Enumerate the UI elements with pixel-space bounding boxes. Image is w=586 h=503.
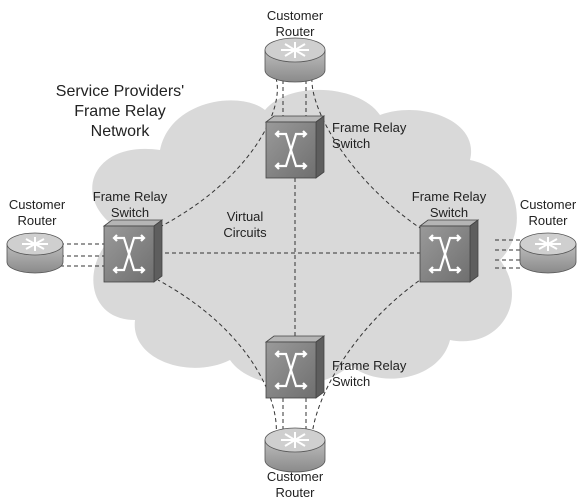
switch-right-line1: Frame Relay bbox=[411, 189, 487, 204]
router-right-line2: Router bbox=[528, 213, 568, 228]
virtual-circuit-lines bbox=[60, 77, 520, 437]
switch-right-line2: Switch bbox=[429, 205, 469, 220]
router-bottom-line2: Router bbox=[275, 485, 315, 500]
switch-top-line2: Switch bbox=[332, 136, 371, 151]
router-right-line1: Customer bbox=[519, 197, 577, 212]
service-provider-cloud bbox=[92, 89, 517, 386]
router-top-line2: Router bbox=[275, 24, 315, 39]
switch-bottom-line1: Frame Relay bbox=[332, 358, 407, 373]
switch-right bbox=[418, 219, 480, 283]
virtual-circuits-line1: Virtual bbox=[226, 209, 264, 224]
router-top-line1: Customer bbox=[266, 8, 324, 23]
switch-top bbox=[264, 115, 326, 179]
router-left bbox=[6, 232, 64, 274]
virtual-circuits-line2: Circuits bbox=[223, 225, 267, 240]
router-left-line2: Router bbox=[17, 213, 57, 228]
switch-bottom-label: Frame Relay Switch bbox=[332, 358, 422, 390]
vc-bottom-to-right bbox=[311, 279, 421, 437]
virtual-circuits-label: Virtual Circuits bbox=[210, 209, 280, 241]
switch-bottom bbox=[264, 335, 326, 399]
switch-left bbox=[102, 219, 164, 283]
switch-left-line2: Switch bbox=[110, 205, 150, 220]
cloud-label: Service Providers' Frame Relay Network bbox=[40, 82, 200, 142]
router-bottom bbox=[264, 427, 326, 473]
router-bottom-line1: Customer bbox=[266, 469, 324, 484]
router-top-label: Customer Router bbox=[255, 8, 335, 40]
router-right bbox=[519, 232, 577, 274]
router-left-label: Customer Router bbox=[0, 197, 74, 229]
cloud-label-line3: Network bbox=[90, 123, 150, 140]
vc-bottom-to-left bbox=[157, 279, 277, 437]
router-top bbox=[264, 37, 326, 83]
switch-top-label: Frame Relay Switch bbox=[332, 120, 422, 152]
cloud-label-line1: Service Providers' bbox=[55, 83, 185, 100]
cloud-label-line2: Frame Relay bbox=[74, 103, 166, 120]
router-left-line1: Customer bbox=[8, 197, 66, 212]
switch-left-label: Frame Relay Switch bbox=[85, 189, 175, 221]
switch-top-line1: Frame Relay bbox=[332, 120, 407, 135]
router-bottom-label: Customer Router bbox=[255, 469, 335, 501]
switch-right-label: Frame Relay Switch bbox=[404, 189, 494, 221]
router-right-label: Customer Router bbox=[510, 197, 586, 229]
switch-bottom-line2: Switch bbox=[332, 374, 371, 389]
switch-left-line1: Frame Relay bbox=[92, 189, 168, 204]
